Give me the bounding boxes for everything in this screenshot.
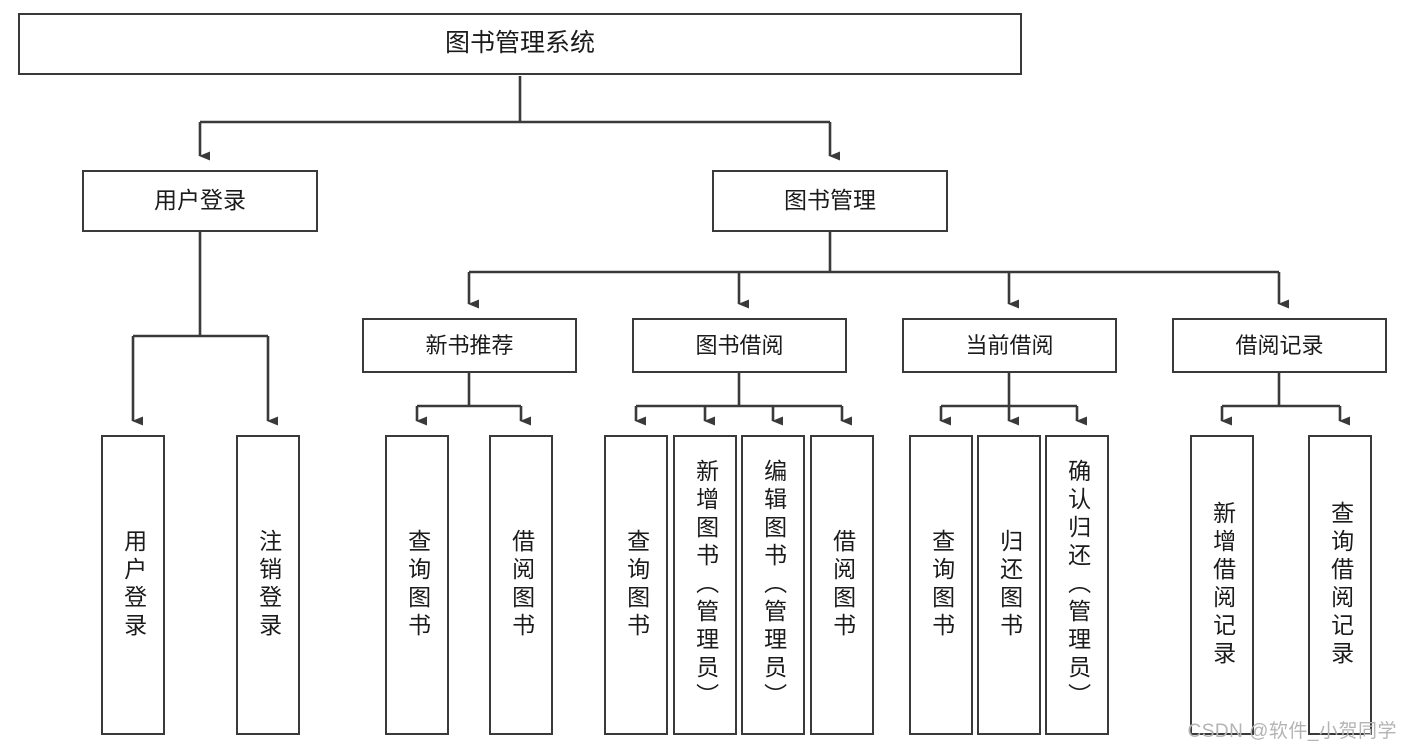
node-leaf-borrow-book-1[interactable]: 借阅图书 xyxy=(489,435,553,735)
node-leaf-return-book[interactable]: 归还图书 xyxy=(977,435,1041,735)
node-current-borrow[interactable]: 当前借阅 xyxy=(902,318,1117,373)
node-borrow-record[interactable]: 借阅记录 xyxy=(1172,318,1387,373)
node-leaf-query-book-1[interactable]: 查询图书 xyxy=(385,435,449,735)
node-new-book-recommend[interactable]: 新书推荐 xyxy=(362,318,577,373)
node-leaf-confirm-return-label: 确认归还（管理员） xyxy=(1064,459,1091,711)
node-leaf-add-record-label: 新增借阅记录 xyxy=(1209,501,1236,669)
node-leaf-add-book[interactable]: 新增图书（管理员） xyxy=(673,435,737,735)
node-leaf-query-book-2[interactable]: 查询图书 xyxy=(604,435,668,735)
node-leaf-user-logout-label: 注销登录 xyxy=(255,529,282,641)
node-leaf-query-book-3-label: 查询图书 xyxy=(928,529,955,641)
node-leaf-add-book-label: 新增图书（管理员） xyxy=(692,459,719,711)
node-book-manage-label: 图书管理 xyxy=(784,187,876,214)
node-leaf-user-login-label: 用户登录 xyxy=(120,529,147,641)
node-leaf-borrow-book-2[interactable]: 借阅图书 xyxy=(810,435,874,735)
node-leaf-edit-book[interactable]: 编辑图书（管理员） xyxy=(741,435,805,735)
node-leaf-borrow-book-2-label: 借阅图书 xyxy=(829,529,856,641)
node-current-borrow-label: 当前借阅 xyxy=(965,332,1054,358)
node-leaf-query-record-label: 查询借阅记录 xyxy=(1327,501,1354,669)
node-leaf-query-book-2-label: 查询图书 xyxy=(623,529,650,641)
node-leaf-borrow-book-1-label: 借阅图书 xyxy=(508,529,535,641)
node-leaf-edit-book-label: 编辑图书（管理员） xyxy=(760,459,787,711)
node-leaf-query-book-1-label: 查询图书 xyxy=(404,529,431,641)
node-book-borrow-label: 图书借阅 xyxy=(695,332,784,358)
node-root-label: 图书管理系统 xyxy=(444,29,595,58)
node-leaf-return-book-label: 归还图书 xyxy=(996,529,1023,641)
node-user-login[interactable]: 用户登录 xyxy=(82,170,318,232)
node-book-manage[interactable]: 图书管理 xyxy=(712,170,948,232)
node-new-book-recommend-label: 新书推荐 xyxy=(425,332,514,358)
node-book-borrow[interactable]: 图书借阅 xyxy=(632,318,847,373)
node-user-login-label: 用户登录 xyxy=(154,187,246,214)
node-leaf-user-logout[interactable]: 注销登录 xyxy=(236,435,300,735)
node-leaf-query-book-3[interactable]: 查询图书 xyxy=(909,435,973,735)
node-leaf-query-record[interactable]: 查询借阅记录 xyxy=(1308,435,1372,735)
node-leaf-confirm-return[interactable]: 确认归还（管理员） xyxy=(1045,435,1109,735)
csdn-watermark: CSDN @软件_小贺同学 xyxy=(1187,721,1397,742)
node-root[interactable]: 图书管理系统 xyxy=(18,13,1022,75)
node-leaf-user-login[interactable]: 用户登录 xyxy=(101,435,165,735)
node-leaf-add-record[interactable]: 新增借阅记录 xyxy=(1190,435,1254,735)
node-borrow-record-label: 借阅记录 xyxy=(1235,332,1324,358)
